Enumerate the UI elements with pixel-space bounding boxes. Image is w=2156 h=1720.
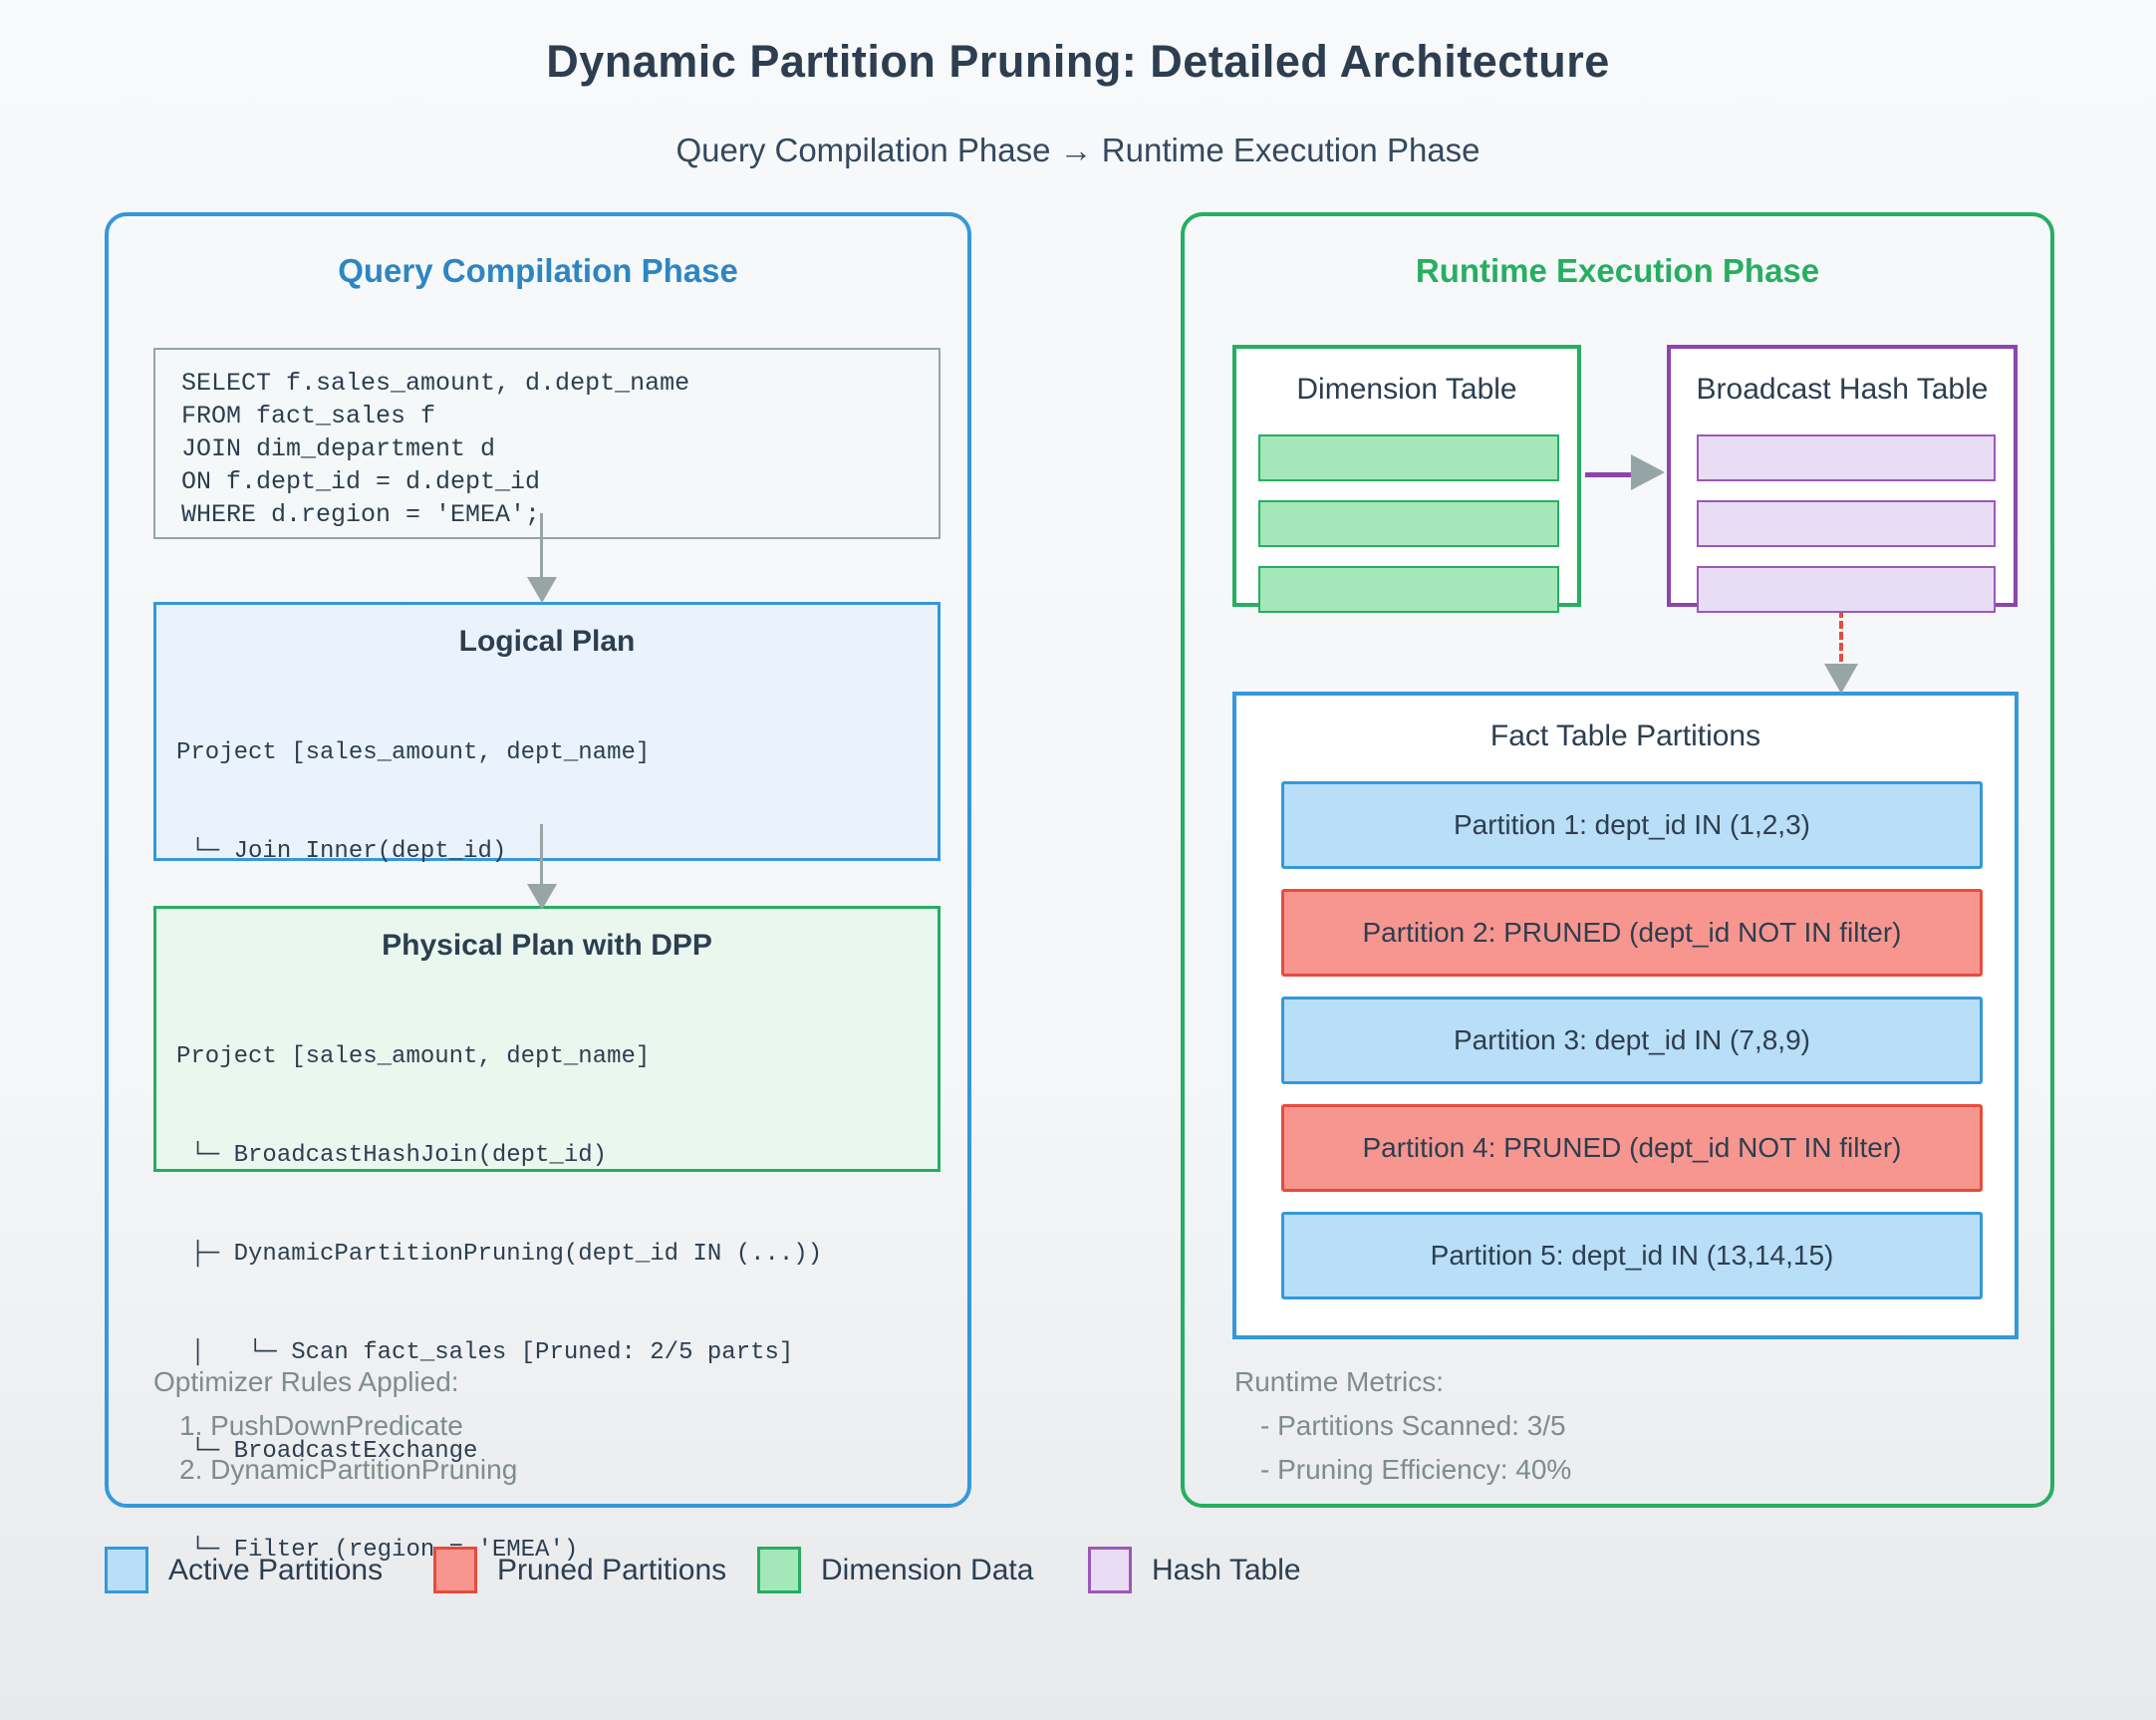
plan-line: └─ BroadcastHashJoin(dept_id) <box>176 1142 608 1169</box>
dimension-data-swatch-icon <box>757 1547 801 1593</box>
runtime-execution-heading: Runtime Execution Phase <box>1415 252 1820 289</box>
legend-item-active-partitions: Active Partitions <box>105 1547 383 1593</box>
legend-item-hash-table: Hash Table <box>1088 1547 1301 1593</box>
hash-table-row <box>1697 434 1996 481</box>
legend-label: Dimension Data <box>821 1553 1034 1586</box>
dimension-data-row <box>1258 434 1559 481</box>
dimension-table-title: Dimension Table <box>1296 373 1517 406</box>
pruning-filter-arrowhead-down-icon <box>1824 664 1858 694</box>
hash-table-row <box>1697 500 1996 547</box>
optimizer-rules-note: Optimizer Rules Applied: 1. PushDownPred… <box>153 1360 517 1492</box>
runtime-execution-panel: Runtime Execution Phase Dimension Table … <box>1181 212 2054 1508</box>
sql-line: SELECT f.sales_amount, d.dept_name <box>181 369 690 398</box>
runtime-metrics-heading: Runtime Metrics: <box>1234 1366 1445 1397</box>
dimension-data-row <box>1258 566 1559 613</box>
legend-item-dimension-data: Dimension Data <box>757 1547 1033 1593</box>
flow-arrow-down-icon <box>540 824 543 886</box>
pruned-partitions-swatch-icon <box>433 1547 477 1593</box>
dimension-table-box: Dimension Table <box>1232 345 1581 613</box>
physical-plan-code: Project [sales_amount, dept_name] └─ Bro… <box>156 975 938 1632</box>
plan-line: Project [sales_amount, dept_name] <box>176 739 651 766</box>
plan-line: │ └─ Scan fact_sales [Pruned: 2/5 parts] <box>176 1339 794 1366</box>
hash-table-swatch-icon <box>1088 1547 1132 1593</box>
sql-query-box: SELECT f.sales_amount, d.dept_name FROM … <box>153 348 941 539</box>
optimizer-rule-item: 2. DynamicPartitionPruning <box>179 1454 518 1485</box>
fact-table-partitions-box: Fact Table Partitions Partition 1: dept_… <box>1232 692 2019 1339</box>
flow-arrowhead-down-icon <box>527 884 557 910</box>
active-partitions-swatch-icon <box>105 1547 148 1593</box>
plan-line: └─ Join Inner(dept_id) <box>176 838 507 865</box>
partition-row-pruned: Partition 2: PRUNED (dept_id NOT IN filt… <box>1281 889 1983 977</box>
legend-label: Active Partitions <box>168 1553 384 1586</box>
dimension-data-row <box>1258 500 1559 547</box>
plan-line: Project [sales_amount, dept_name] <box>176 1043 651 1070</box>
runtime-metric-item: - Partitions Scanned: 3/5 <box>1260 1410 1566 1441</box>
broadcast-hash-table-box: Broadcast Hash Table <box>1667 345 2018 613</box>
partition-row-active: Partition 5: dept_id IN (13,14,15) <box>1281 1212 1983 1299</box>
hash-table-row <box>1697 566 1996 613</box>
sql-line: ON f.dept_id = d.dept_id <box>181 467 541 496</box>
partition-row-active: Partition 1: dept_id IN (1,2,3) <box>1281 781 1983 869</box>
fact-table-partitions-title: Fact Table Partitions <box>1489 719 1761 752</box>
logical-plan-title: Logical Plan <box>458 625 636 658</box>
pruning-filter-dashed-line-icon <box>1839 610 1843 662</box>
plan-line: └─ Filter (region = 'EMEA') <box>176 1537 579 1564</box>
plan-line: └─ BroadcastExchange <box>176 1438 478 1465</box>
broadcast-hash-table-title: Broadcast Hash Table <box>1696 373 1989 406</box>
optimizer-rules-heading: Optimizer Rules Applied: <box>153 1366 459 1397</box>
query-compilation-panel: Query Compilation Phase SELECT f.sales_a… <box>105 212 971 1564</box>
partition-row-active: Partition 3: dept_id IN (7,8,9) <box>1281 997 1983 1084</box>
page-title: Dynamic Partition Pruning: Detailed Arch… <box>546 36 1610 87</box>
legend-item-pruned-partitions: Pruned Partitions <box>433 1547 726 1593</box>
flow-arrowhead-down-icon <box>527 577 557 603</box>
optimizer-rule-item: 1. PushDownPredicate <box>179 1410 463 1441</box>
sql-line: FROM fact_sales f <box>181 402 436 430</box>
legend-label: Hash Table <box>1152 1553 1301 1586</box>
partition-row-pruned: Partition 4: PRUNED (dept_id NOT IN filt… <box>1281 1104 1983 1192</box>
legend-label: Pruned Partitions <box>497 1553 727 1586</box>
broadcast-arrow-line-icon <box>1585 472 1631 477</box>
physical-plan-title: Physical Plan with DPP <box>382 929 712 962</box>
query-compilation-heading: Query Compilation Phase <box>338 252 738 289</box>
plan-line: ├─ DynamicPartitionPruning(dept_id IN (.… <box>176 1241 823 1268</box>
broadcast-arrowhead-right-icon <box>1631 454 1665 490</box>
runtime-metric-item: - Pruning Efficiency: 40% <box>1260 1454 1572 1485</box>
page-subtitle: Query Compilation Phase → Runtime Execut… <box>675 132 1481 168</box>
sql-line: JOIN dim_department d <box>181 434 496 463</box>
physical-plan-box: Physical Plan with DPP Project [sales_am… <box>153 906 941 1564</box>
sql-line: WHERE d.region = 'EMEA'; <box>181 500 541 529</box>
flow-arrow-down-icon <box>540 513 543 579</box>
runtime-metrics-note: Runtime Metrics: - Partitions Scanned: 3… <box>1234 1360 1571 1492</box>
logical-plan-box: Logical Plan Project [sales_amount, dept… <box>153 602 941 1161</box>
